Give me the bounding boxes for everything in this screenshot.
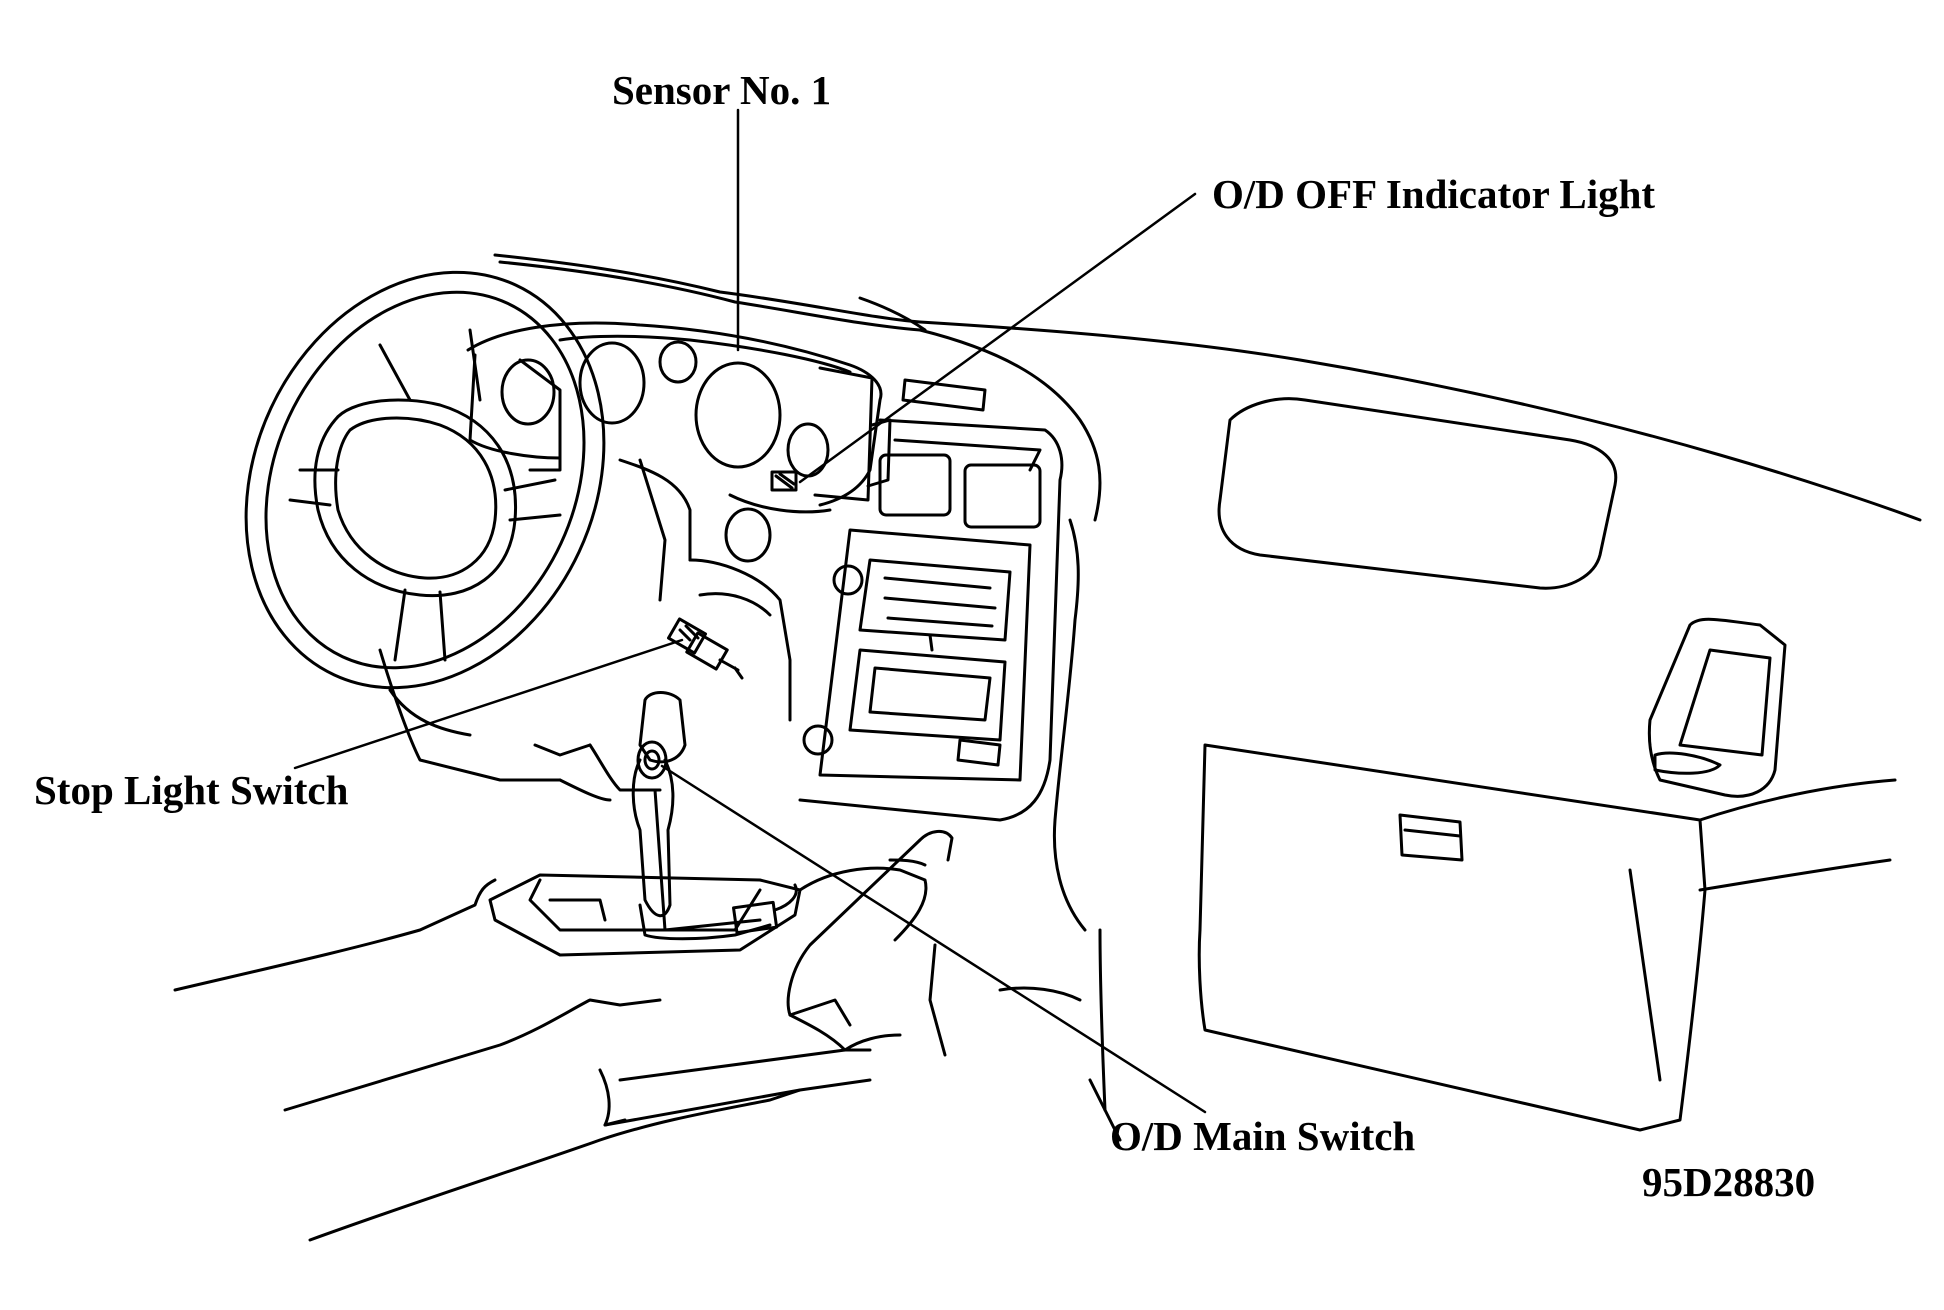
passenger-vent <box>1647 617 1787 798</box>
vent-center-left <box>878 453 952 517</box>
leader-stop-light-switch <box>293 638 684 770</box>
lower-dash <box>378 458 792 802</box>
od-off-indicator-lamp <box>770 470 798 492</box>
stop-light-switch-part <box>667 617 744 680</box>
shift-lever <box>631 691 798 941</box>
label-od-main-switch: O/D Main Switch <box>1110 1113 1416 1159</box>
gauge-speedo <box>694 361 782 469</box>
shift-console <box>488 830 954 957</box>
connector <box>732 900 779 935</box>
gauge-small <box>658 340 698 384</box>
glove-box <box>1052 397 1897 1132</box>
leader-od-main-switch <box>660 764 1207 1114</box>
label-od-off-indicator-light: O/D OFF Indicator Light <box>1212 171 1656 217</box>
vent-center-right <box>963 463 1042 529</box>
gauge-tach <box>578 341 646 425</box>
leader-od-off-indicator <box>798 192 1197 484</box>
ignition-knob <box>724 507 772 563</box>
gauge-left <box>500 358 556 426</box>
figure-code: 95D28830 <box>1642 1159 1816 1205</box>
floor-lines <box>173 743 1122 1242</box>
gauge-right <box>786 422 830 478</box>
leader-lines <box>293 108 1207 1114</box>
label-sensor-no1: Sensor No. 1 <box>612 67 832 113</box>
label-stop-light-switch: Stop Light Switch <box>34 767 349 813</box>
steering-wheel <box>244 270 606 690</box>
od-main-switch-button <box>636 740 668 780</box>
dashboard-top-outline <box>493 253 1922 522</box>
center-stack <box>798 378 1064 822</box>
instrument-cluster <box>466 321 892 563</box>
